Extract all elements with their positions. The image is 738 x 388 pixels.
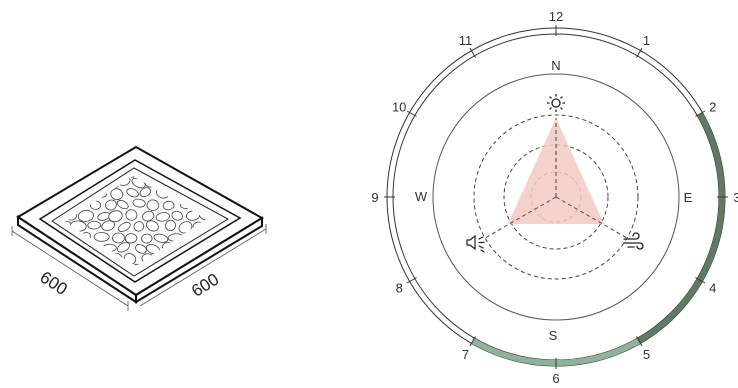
hour-label-3: 3 — [733, 190, 738, 205]
gravel-stone — [162, 200, 175, 211]
sun-exposure-arc — [637, 112, 726, 344]
hour-tick-1 — [636, 47, 643, 58]
gravel-stone — [146, 199, 160, 211]
sun-icon — [547, 94, 565, 112]
hour-label-5: 5 — [643, 347, 650, 362]
gravel-stone — [153, 233, 169, 243]
gravel-stone — [125, 209, 138, 221]
gravel-stone — [116, 200, 129, 210]
compass-circle — [432, 73, 680, 321]
radar-axes — [484, 118, 628, 239]
gravel-stone — [105, 199, 117, 211]
planter-box — [16, 145, 264, 304]
compass-west: W — [415, 189, 428, 204]
gravel-stone — [218, 175, 236, 190]
gravel-stone — [108, 210, 123, 223]
gravel-stone — [124, 233, 138, 244]
hour-label-8: 8 — [396, 281, 403, 296]
gravel-stone — [112, 232, 126, 244]
radar-ring-3 — [473, 114, 639, 280]
compass-south: S — [549, 328, 558, 343]
gravel-stone — [117, 242, 130, 253]
compass-north: N — [551, 58, 560, 73]
hour-tick-4 — [695, 277, 706, 284]
gravel-stone — [132, 198, 146, 208]
hour-tick-2 — [695, 110, 706, 117]
gravel-stone — [64, 165, 80, 176]
site-conditions-triangle — [508, 118, 604, 224]
dimension-left-label: 600 — [37, 268, 71, 299]
gravel-stone — [214, 164, 228, 176]
hour-label-1: 1 — [643, 33, 650, 48]
hour-label-7: 7 — [462, 347, 469, 362]
gravel-stone — [155, 212, 170, 222]
hour-label-6: 6 — [552, 371, 559, 386]
gravel-stone — [87, 220, 101, 230]
gravel-stone — [125, 176, 138, 178]
hour-label-9: 9 — [371, 190, 378, 205]
gravel-stone — [101, 220, 116, 231]
gravel-stone — [141, 233, 153, 244]
gravel-stone — [171, 210, 183, 221]
dimension-left — [11, 226, 129, 311]
gravel-stone — [135, 244, 147, 254]
gravel-stone — [110, 188, 124, 201]
compass-east: E — [684, 190, 693, 205]
hour-label-4: 4 — [709, 281, 716, 296]
hour-label-10: 10 — [392, 100, 406, 115]
hour-label-2: 2 — [709, 100, 716, 115]
gravel-stone — [187, 176, 200, 177]
dimension-right — [139, 224, 267, 307]
gravel-stone — [126, 188, 139, 198]
hour-label-12: 12 — [549, 9, 563, 24]
noise-icon — [466, 234, 485, 253]
gravel-stone — [77, 210, 94, 222]
gravel-stone — [219, 262, 236, 276]
gravel-stone — [133, 221, 145, 232]
gravel-stone — [117, 222, 131, 232]
hour-tick-5 — [636, 336, 643, 347]
hour-label-11: 11 — [459, 33, 473, 48]
gravel-stone — [93, 232, 110, 242]
hour-tick-7 — [469, 336, 476, 347]
hour-ticks — [384, 25, 728, 369]
gravel-stone — [165, 219, 176, 232]
hour-tick-10 — [406, 110, 417, 117]
wind-icon — [623, 232, 644, 250]
hour-tick-11 — [469, 47, 476, 58]
gravel-stone — [145, 220, 159, 232]
gravel-stone — [51, 167, 62, 176]
gravel-stone — [215, 254, 226, 262]
gravel-stone — [139, 187, 152, 198]
dimension-right-label: 600 — [188, 270, 222, 301]
gravel-stone — [202, 176, 206, 177]
hour-tick-8 — [406, 277, 417, 284]
radar-ring-2 — [503, 144, 609, 250]
